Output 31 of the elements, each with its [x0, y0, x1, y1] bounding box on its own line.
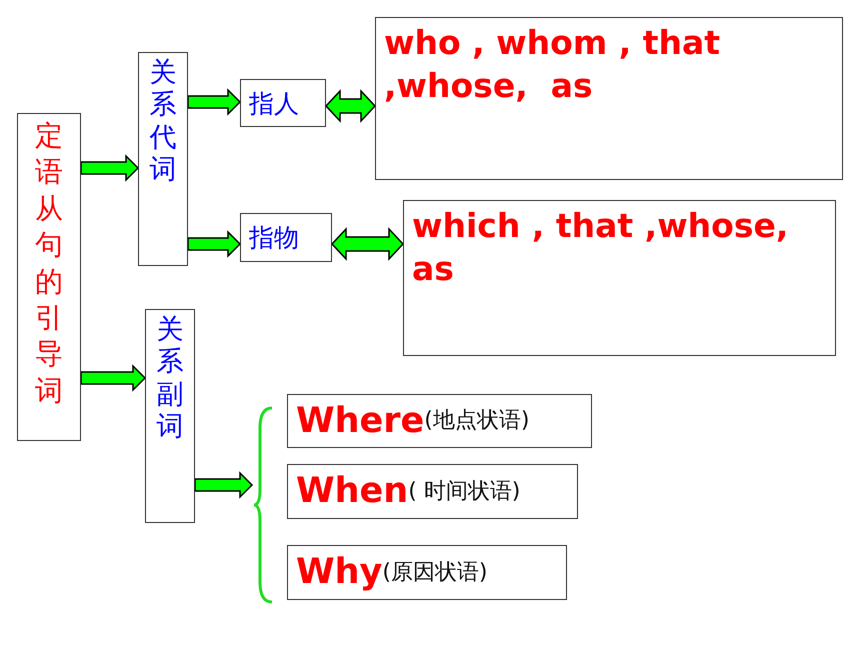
- usage-note: ( 时间状语): [408, 480, 520, 502]
- category-box: [138, 52, 188, 266]
- curly-brace: [252, 406, 274, 604]
- word-list: who , whom , that ,whose, as: [384, 23, 732, 105]
- word-list-box: [375, 17, 843, 180]
- category-box: [145, 309, 195, 523]
- vertical-label: 定语从句的引导词: [35, 118, 63, 409]
- usage-note: (地点状语): [424, 410, 530, 432]
- word-list-box: [403, 200, 836, 356]
- category-box: [17, 113, 81, 441]
- adverb-word: Where: [296, 404, 424, 438]
- vertical-label: 关系副词: [156, 314, 184, 444]
- block-arrow: [187, 88, 242, 116]
- adverb-word: When: [296, 474, 408, 509]
- block-arrow: [324, 89, 376, 123]
- category-box: [240, 79, 326, 127]
- category-box: [240, 213, 332, 262]
- usage-note: (原因状语): [382, 562, 488, 584]
- adverb-box: [287, 545, 567, 600]
- block-arrow: [80, 364, 146, 392]
- block-arrow: [80, 154, 140, 182]
- category-label: 指物: [249, 225, 299, 250]
- word-list: which , that ,whose, as: [412, 206, 800, 288]
- block-arrow: [330, 227, 404, 261]
- vertical-label: 关系代词: [150, 57, 176, 188]
- category-label: 指人: [249, 90, 299, 116]
- block-arrow: [194, 471, 254, 499]
- block-arrow: [187, 230, 242, 258]
- adverb-box: [287, 394, 592, 448]
- adverb-word: Why: [296, 555, 382, 590]
- adverb-box: [287, 464, 578, 519]
